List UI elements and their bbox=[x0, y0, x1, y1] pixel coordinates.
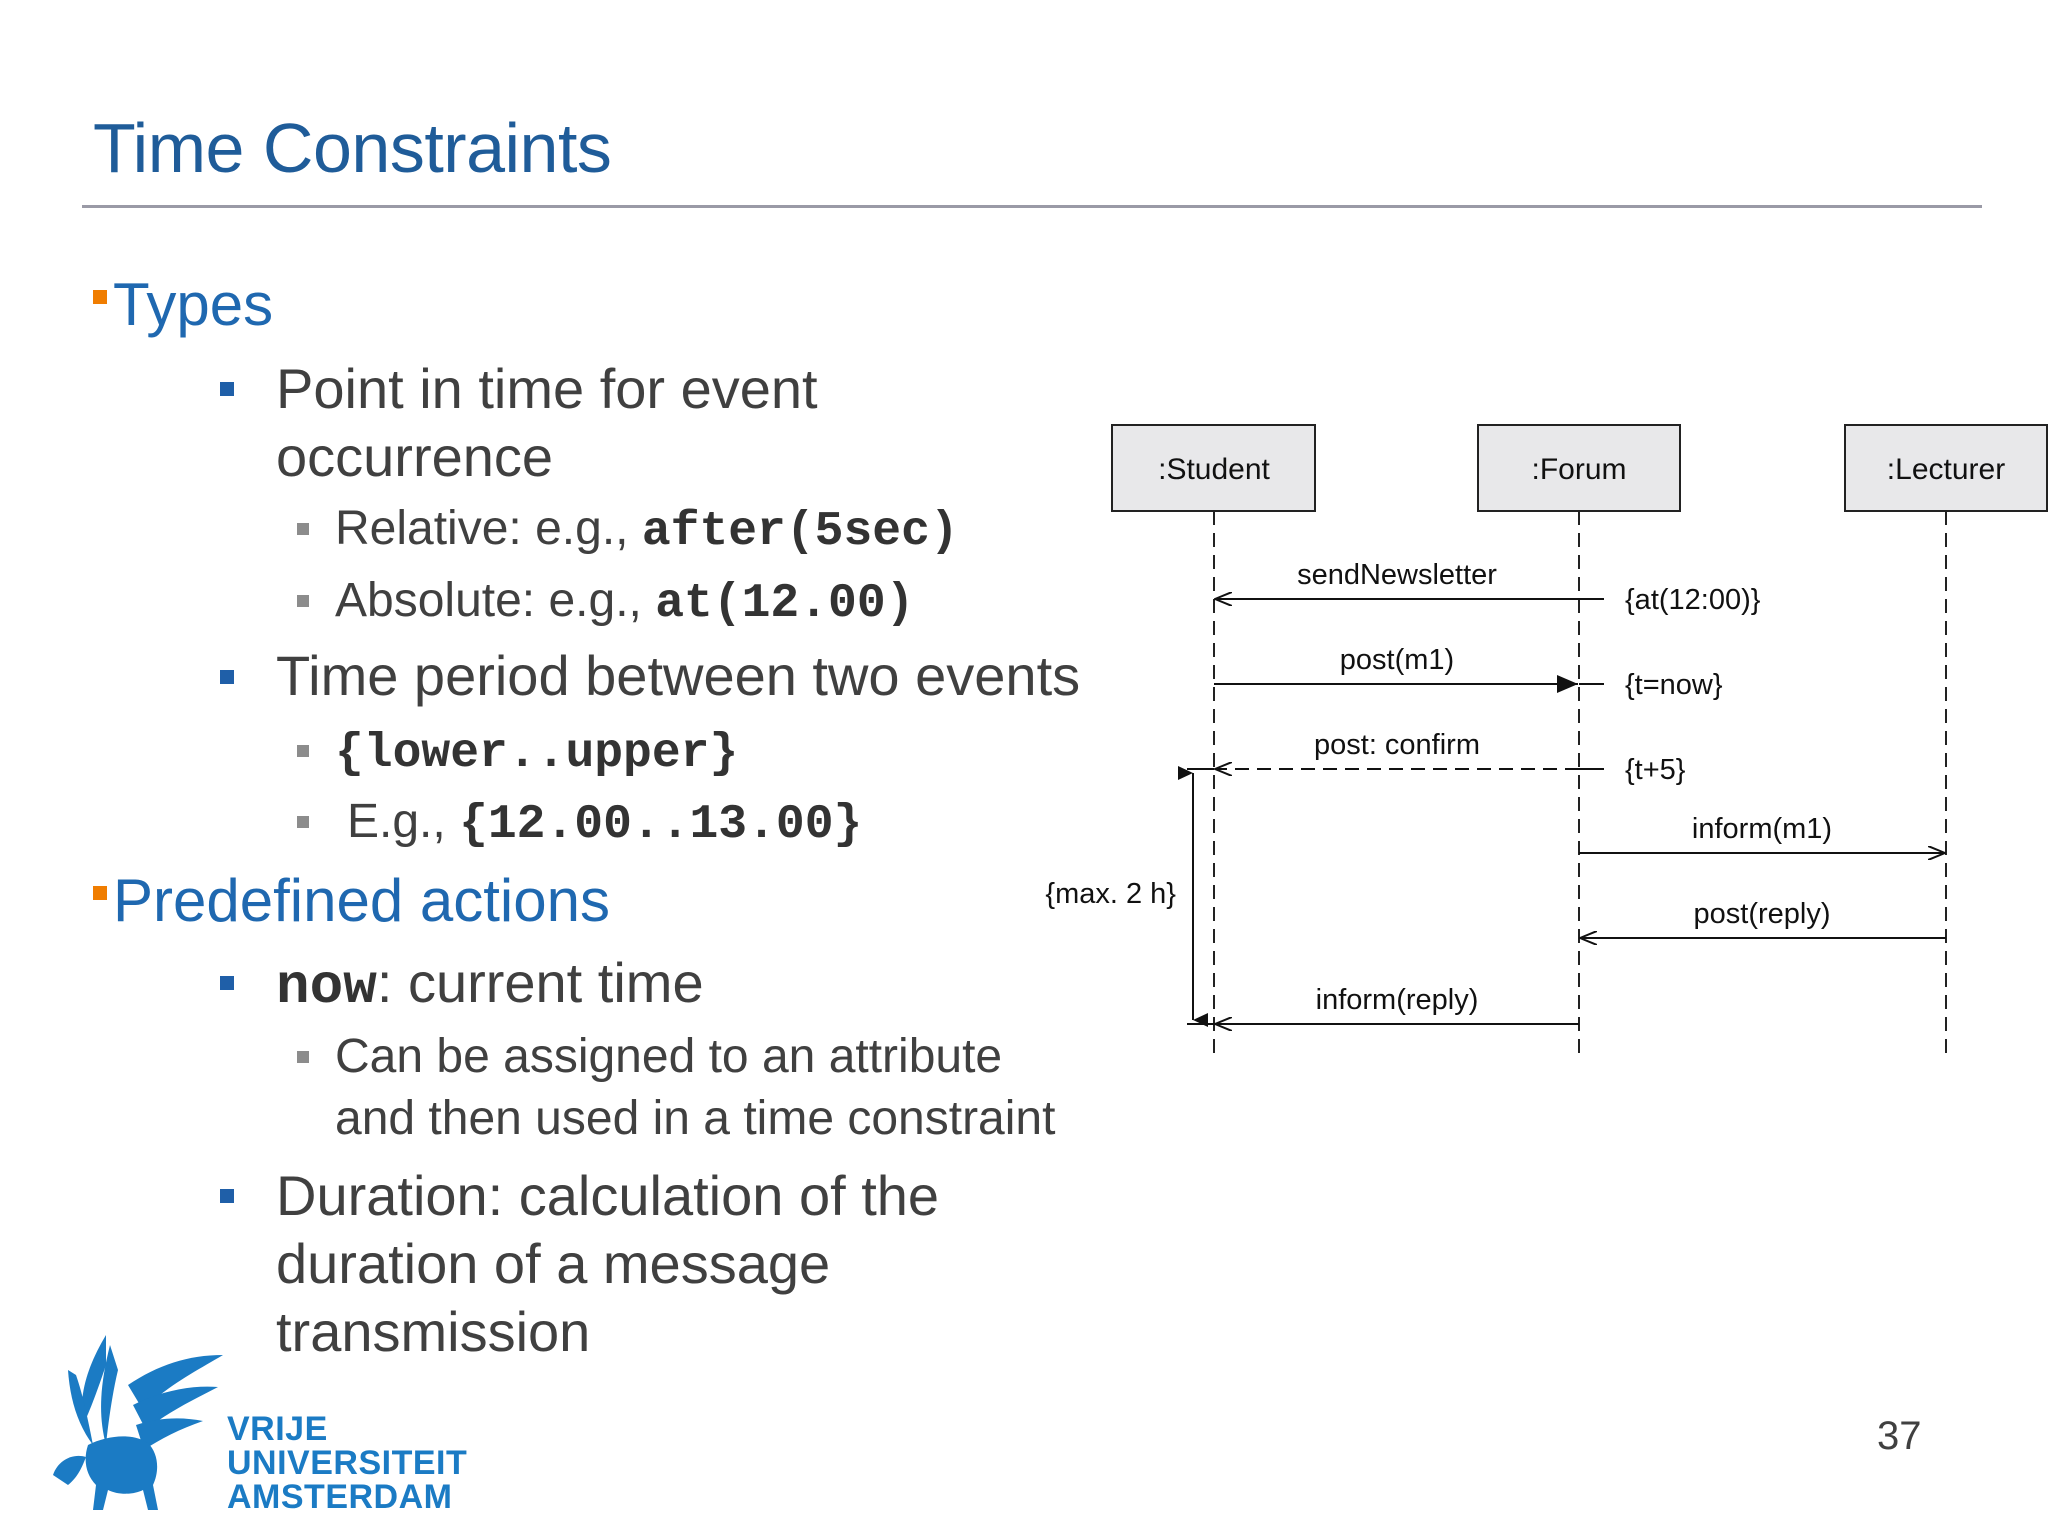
logo-text-line3: AMSTERDAM bbox=[227, 1478, 453, 1516]
relative-code: after(5sec) bbox=[641, 505, 959, 559]
example-item: E.g., {12.00..13.00} bbox=[347, 795, 863, 852]
gray-bullet bbox=[297, 595, 309, 607]
blue-bullet bbox=[220, 976, 234, 990]
range-code: {lower..upper} bbox=[335, 727, 739, 781]
now-item: now: current time bbox=[276, 951, 704, 1019]
lifeline-box-forum bbox=[1477, 424, 1681, 512]
message-label-send-newsletter: sendNewsletter bbox=[1297, 559, 1497, 591]
message-label-inform-reply: inform(reply) bbox=[1316, 984, 1479, 1016]
relative-item: Relative: e.g., after(5sec) bbox=[335, 502, 959, 559]
point-in-time-item: Point in time for event occurrence bbox=[276, 355, 818, 491]
orange-bullet bbox=[93, 886, 107, 900]
logo-text-line1: VRIJE bbox=[227, 1410, 328, 1448]
lifeline-label-student: :Student bbox=[1158, 453, 1270, 486]
point-in-time-line2: occurrence bbox=[276, 425, 554, 488]
orange-bullet bbox=[93, 290, 107, 304]
now-code: now bbox=[276, 955, 377, 1019]
duration-item: Duration: calculation of the duration of… bbox=[276, 1164, 940, 1363]
gray-bullet bbox=[297, 816, 309, 828]
absolute-code: at(12.00) bbox=[655, 577, 915, 631]
duration-constraint-label: {max. 2 h} bbox=[1045, 878, 1176, 910]
gray-bullet bbox=[297, 1051, 309, 1063]
title-divider bbox=[82, 205, 1982, 208]
absolute-item: Absolute: e.g., at(12.00) bbox=[335, 574, 915, 631]
lifeline-box-student bbox=[1111, 424, 1316, 512]
slide-title: Time Constraints bbox=[93, 109, 612, 187]
constraint-t-now: {t=now} bbox=[1625, 669, 1723, 701]
message-label-post-confirm: post: confirm bbox=[1314, 729, 1480, 761]
blue-bullet bbox=[220, 382, 234, 396]
point-in-time-line1: Point in time for event bbox=[276, 357, 818, 420]
time-period-item: Time period between two events bbox=[276, 644, 1081, 707]
range-item: {lower..upper} bbox=[335, 720, 738, 785]
predefined-heading: Predefined actions bbox=[93, 866, 610, 935]
gray-bullet bbox=[297, 523, 309, 535]
page-number: 37 bbox=[1877, 1414, 1922, 1458]
constraint-at-12: {at(12:00)} bbox=[1625, 584, 1761, 616]
university-logo-emblem bbox=[53, 1335, 223, 1510]
types-heading: Types bbox=[93, 270, 273, 339]
constraint-t-plus-5: {t+5} bbox=[1625, 754, 1686, 786]
example-code: {12.00..13.00} bbox=[459, 798, 863, 852]
message-label-inform-m1: inform(m1) bbox=[1692, 813, 1832, 845]
lifeline-label-forum: :Forum bbox=[1531, 453, 1626, 486]
lifeline-label-lecturer: :Lecturer bbox=[1887, 453, 2005, 486]
blue-bullet bbox=[220, 1189, 234, 1203]
blue-bullet bbox=[220, 670, 234, 684]
logo-text-line2: UNIVERSITEIT bbox=[227, 1444, 468, 1482]
message-label-post-reply: post(reply) bbox=[1694, 898, 1831, 930]
message-label-post-m1: post(m1) bbox=[1340, 644, 1454, 676]
gray-bullet bbox=[297, 745, 309, 757]
lifeline-box-lecturer bbox=[1844, 424, 2048, 512]
now-sub-item: Can be assigned to an attribute and then… bbox=[335, 1030, 1056, 1145]
